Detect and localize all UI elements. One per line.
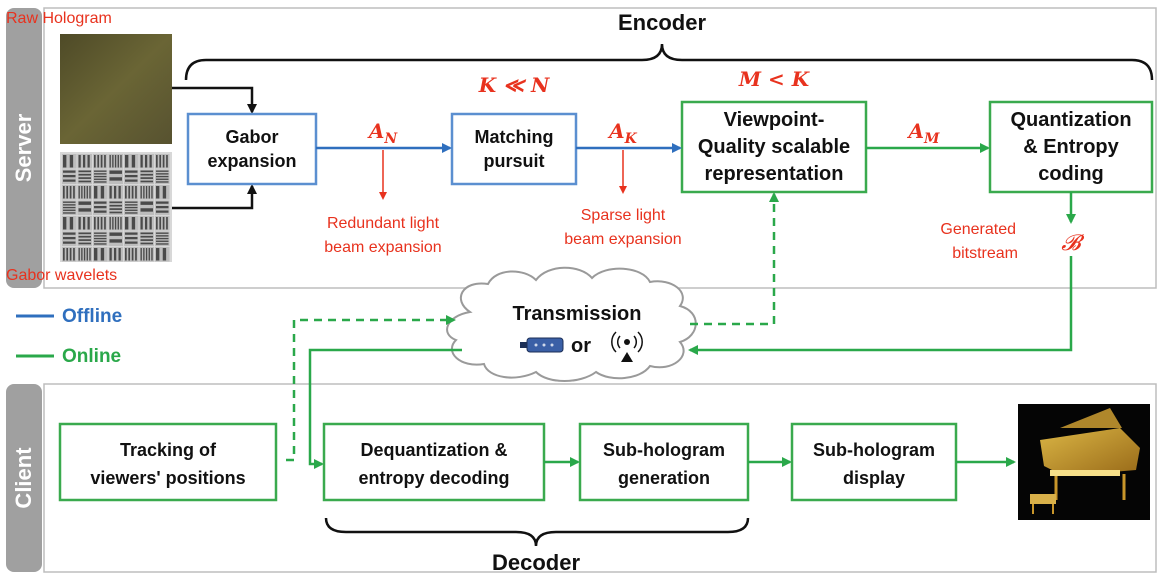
gabor-expansion-box <box>186 112 318 186</box>
sub-hologram-generation-box <box>578 422 750 502</box>
gabor-box-line2: expansion <box>207 151 296 171</box>
matching-box-line1: Matching <box>475 127 554 147</box>
tracking-box <box>58 422 278 502</box>
encoder-brace <box>184 43 1154 81</box>
wireless-signal-icon <box>611 331 643 362</box>
dequantization-box <box>322 422 546 502</box>
viewpoint-box-line3: representation <box>705 163 844 185</box>
raw-hologram-label: Raw Hologram <box>6 10 112 27</box>
subdisp-box-line1: Sub-hologram <box>813 440 935 460</box>
viewpoint-box-line1: Viewpoint- <box>724 109 825 131</box>
encoder-title: Encoder <box>618 10 706 35</box>
server-label: Server <box>11 113 36 182</box>
quant-box-line1: Quantization <box>1010 109 1131 131</box>
matching-box-line2: pursuit <box>484 151 545 171</box>
online-legend-label: Online <box>62 346 121 367</box>
generated-line2: bitstream <box>952 245 1018 262</box>
decoder-brace <box>324 517 750 547</box>
transmission-cloud <box>446 266 697 382</box>
bitstream-symbol: 𝓑 <box>1061 231 1085 256</box>
gabor-wavelets-image <box>60 152 172 262</box>
quantization-box <box>988 100 1154 194</box>
hologram-arrow <box>172 86 257 114</box>
client-frame <box>43 383 1157 573</box>
a-m-label: AM <box>906 119 940 147</box>
sparse-line2: beam expansion <box>564 231 681 248</box>
redundant-line2: beam expansion <box>324 239 441 256</box>
cloud-to-decoder-arrow <box>308 348 462 469</box>
server-tab <box>6 8 42 288</box>
quant-box-line2: & Entropy <box>1023 136 1119 158</box>
cloud-to-viewpoint-dashed <box>690 192 779 326</box>
a-n-label: AN <box>367 119 399 147</box>
bitstream-to-cloud-arrow <box>688 256 1073 355</box>
transmission-or: or <box>571 335 591 357</box>
sparse-line1: Sparse light <box>581 207 666 224</box>
gabor-box-line1: Gabor <box>225 127 278 147</box>
tracking-to-cloud-dashed <box>286 315 456 462</box>
k-ll-n-label: K ≪ N <box>478 73 550 97</box>
transmission-label: Transmission <box>513 303 642 325</box>
tracking-box-line1: Tracking of <box>120 440 217 460</box>
redundant-line1: Redundant light <box>327 215 440 232</box>
offline-legend-label: Offline <box>62 306 122 327</box>
cable-connector-icon <box>520 337 564 353</box>
generated-line1: Generated <box>940 221 1016 238</box>
raw-hologram-image <box>60 34 172 144</box>
quant-box-line3: coding <box>1038 163 1104 185</box>
dequant-box-line1: Dequantization & <box>361 440 508 460</box>
matching-pursuit-box <box>450 112 578 186</box>
client-tab <box>6 384 42 572</box>
reconstructed-hologram-image <box>1018 404 1150 520</box>
subgen-box-line2: generation <box>618 468 710 488</box>
decoder-title: Decoder <box>492 550 580 575</box>
a-k-label: AK <box>607 119 638 147</box>
gabor-wavelets-label: Gabor wavelets <box>6 267 117 284</box>
dequant-box-line2: entropy decoding <box>358 468 509 488</box>
viewpoint-box-line2: Quality scalable <box>698 136 850 158</box>
subdisp-box-line2: display <box>843 468 905 488</box>
wavelets-arrow <box>172 184 257 210</box>
tracking-box-line2: viewers' positions <box>90 468 245 488</box>
sub-hologram-display-box <box>790 422 958 502</box>
client-label: Client <box>11 447 36 509</box>
m-lt-k-label: M < K <box>738 67 811 91</box>
subgen-box-line1: Sub-hologram <box>603 440 725 460</box>
